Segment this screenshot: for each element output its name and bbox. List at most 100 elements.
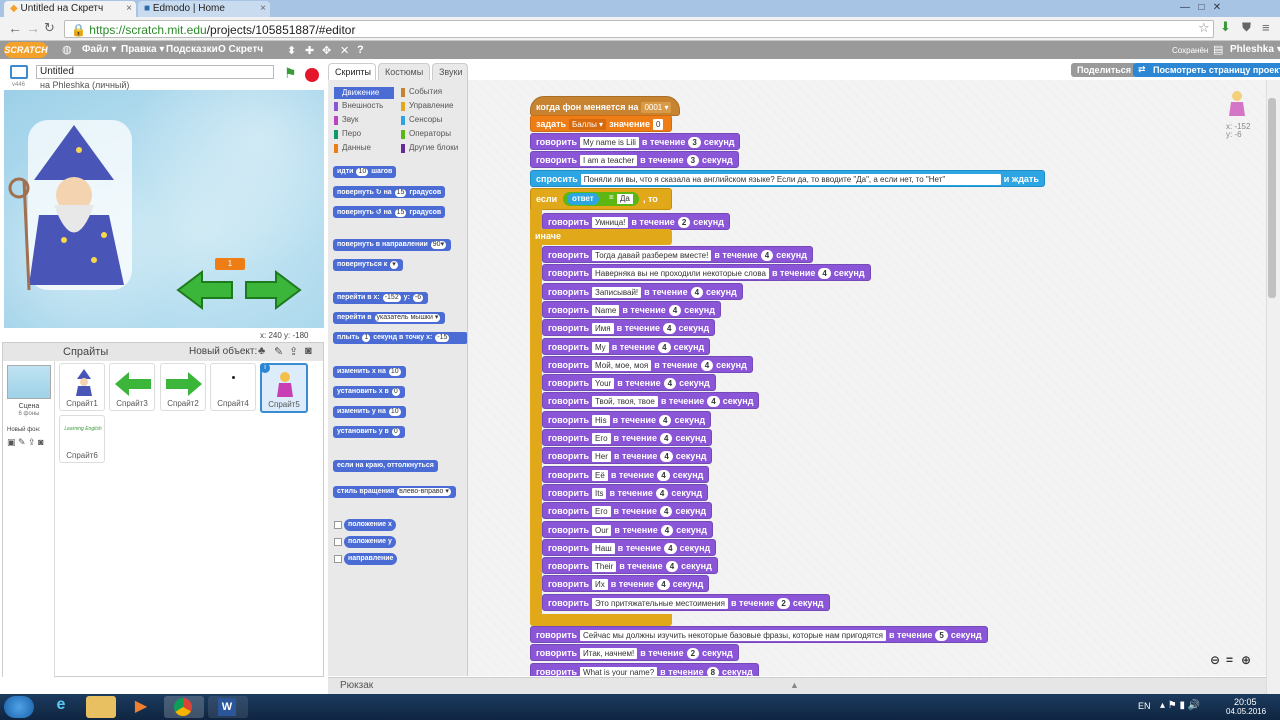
star-icon[interactable]: ☆ [1198,20,1210,35]
say-seconds-input[interactable]: 4 [663,323,676,335]
grow-icon[interactable]: ✥ [322,45,332,57]
say-text-input[interactable]: I am a teacher [580,155,638,167]
back-icon[interactable]: ← [8,20,22,36]
browser-tab-edmodo[interactable]: ■ Edmodo | Home × [138,1,270,17]
clock-date[interactable]: 04.05.2016 [1226,707,1267,716]
answer-value-input[interactable]: Да [617,194,633,204]
say-text-input[interactable]: Его [592,506,611,518]
say-text-input[interactable]: Наверняка вы не проходили некоторые слов… [592,268,769,280]
menu-tips[interactable]: Подсказки [166,44,218,55]
say-seconds-input[interactable]: 4 [760,250,774,261]
chrome-taskbar-button[interactable] [164,696,204,718]
block-bounce[interactable]: если на краю, оттолкнуться [333,460,438,472]
close-icon[interactable]: × [126,3,132,14]
info-icon[interactable]: i [260,363,270,373]
clock-time[interactable]: 20:05 [1234,697,1257,707]
stage-thumbnail[interactable] [7,365,51,399]
share-button[interactable]: Поделиться [1071,63,1138,77]
say-seconds-input[interactable]: 5 [935,630,948,641]
green-flag-icon[interactable]: ⚑ [284,65,297,81]
say-seconds-input[interactable]: 4 [657,469,670,481]
reporter-direction[interactable]: направление [344,553,398,565]
menu-about[interactable]: О Скретч [218,44,264,55]
say-seconds-input[interactable]: 4 [690,286,704,298]
sprite-tile-1[interactable]: Спрайт1 [59,363,105,411]
upload-icon[interactable]: ⇪ [289,346,299,358]
sprite-tile-3[interactable]: Спрайт3 [109,363,155,411]
say-seconds-input[interactable]: 4 [657,579,670,591]
say-seconds-input[interactable]: 4 [818,268,831,280]
see-project-page-button[interactable]: ⇄ Посмотреть страницу проекта [1133,63,1280,77]
category-sound[interactable]: Звук [334,115,358,125]
say-seconds-input[interactable]: 2 [686,648,700,660]
forward-icon[interactable]: → [26,20,40,36]
tab-costumes[interactable]: Костюмы [378,63,430,80]
paint-brush-icon[interactable]: ✎ [274,346,284,358]
block-change-x[interactable]: изменить х на 10 [333,366,406,378]
say-text-input[interactable]: Итак, начнем! [580,648,638,660]
say-seconds-input[interactable]: 4 [660,524,674,536]
close-icon[interactable]: × [260,3,266,14]
media-player-icon[interactable]: ▶ [134,698,148,715]
category-control[interactable]: Управление [401,101,453,111]
say-text-input[interactable]: Their [592,561,617,573]
say-text-input[interactable]: My [592,341,609,353]
say-text-input[interactable]: Your [592,378,615,390]
say-text-input[interactable]: Мой, мое, моя [592,359,652,371]
say-text-input[interactable]: Это притяжательные местоимения [592,597,728,609]
block-point-towards[interactable]: повернуться к ▾ [333,259,403,271]
block-glide[interactable]: плыть 1 секунд в точку x: -15 [333,332,467,344]
category-looks[interactable]: Внешность [334,101,383,111]
category-pen[interactable]: Перо [334,129,361,139]
say-text-input[interactable]: Её [592,469,608,481]
say-text-input[interactable]: Name [592,304,620,316]
say-text-input[interactable]: My name is Lili [580,137,639,148]
say-text-input[interactable]: Его [592,433,611,444]
window-controls[interactable]: — □ ✕ [1180,2,1222,13]
word-taskbar-button[interactable]: W [208,696,248,718]
say-text-input[interactable]: Имя [592,323,614,335]
block-change-y[interactable]: изменить у на 10 [333,406,406,418]
folder-icon[interactable]: ▤ [1213,44,1224,56]
category-data[interactable]: Данные [334,143,371,153]
backdrop-dropdown[interactable]: 0001 ▾ [641,102,672,113]
ask-question-input[interactable]: Поняли ли вы, что я сказала на английско… [580,174,1001,185]
project-title-input[interactable]: Untitled [36,65,274,79]
say-seconds-input[interactable]: 4 [665,561,679,573]
say-text-input[interactable]: Записывай! [592,286,642,298]
globe-icon[interactable]: ◍ [62,44,72,56]
tray-icons[interactable]: ▴ ⚑ ▮ 🔊 [1160,700,1201,711]
user-menu[interactable]: Phleshka ▾ [1230,44,1280,55]
reload-icon[interactable]: ↻ [44,20,55,35]
say-seconds-input[interactable]: 4 [700,359,714,371]
reporter-y-position[interactable]: положение y [344,536,396,548]
tab-sounds[interactable]: Звуки [432,63,468,80]
start-button[interactable] [4,696,34,718]
block-set-x[interactable]: установить х в 0 [333,386,405,398]
say-seconds-input[interactable]: 4 [655,487,669,499]
block-turn-left[interactable]: повернуть ↺ на 15 градусов [333,206,446,218]
camera-icon[interactable]: ◙ [305,345,312,357]
language-indicator[interactable]: EN [1138,701,1151,711]
say-seconds-input[interactable]: 4 [668,304,682,316]
choose-sprite-icon[interactable]: ♣ [258,345,266,357]
